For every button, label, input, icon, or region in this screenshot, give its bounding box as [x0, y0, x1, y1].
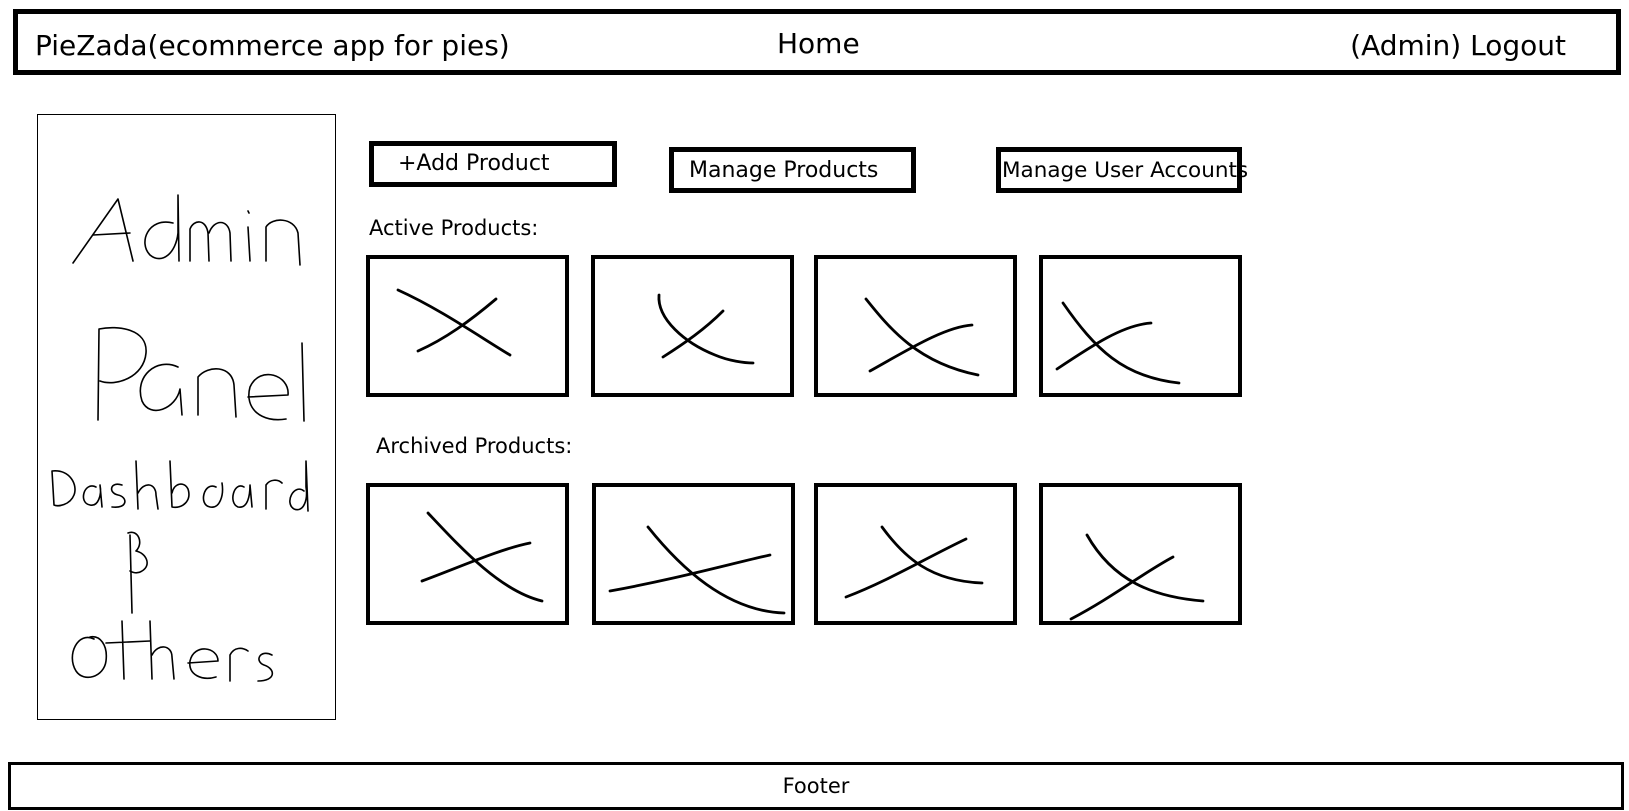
add-product-button[interactable]: +Add Product: [369, 141, 617, 187]
archived-product-card[interactable]: [1039, 483, 1242, 625]
handwritten-admin: [72, 194, 301, 266]
manage-products-button[interactable]: Manage Products: [669, 147, 916, 193]
archived-product-card[interactable]: [366, 483, 569, 625]
image-placeholder-icon: [1069, 533, 1205, 621]
image-placeholder-icon: [420, 511, 544, 603]
archived-products-label: Archived Products:: [376, 434, 573, 458]
handwritten-ampersand: [127, 531, 148, 614]
footer: Footer: [8, 762, 1624, 810]
archived-product-card[interactable]: [592, 483, 795, 625]
image-placeholder-icon: [1055, 301, 1181, 385]
app-brand[interactable]: PieZada(ecommerce app for pies): [35, 29, 510, 62]
home-link[interactable]: Home: [777, 27, 860, 60]
active-product-card[interactable]: [1039, 255, 1242, 397]
image-placeholder-icon: [844, 525, 984, 599]
handwritten-others: [71, 620, 274, 682]
manage-user-accounts-button[interactable]: Manage User Accounts: [996, 147, 1248, 193]
handwritten-panel: [97, 326, 305, 422]
logout-link[interactable]: (Admin) Logout: [1350, 29, 1566, 62]
sidebar-handwriting: [51, 194, 309, 682]
active-products-label: Active Products:: [369, 216, 539, 240]
top-navbar: PieZada(ecommerce app for pies) Home (Ad…: [13, 9, 1621, 75]
admin-sidebar: [37, 114, 336, 720]
image-placeholder-icon: [396, 288, 512, 357]
image-placeholder-icon: [864, 297, 980, 377]
handwritten-dashboard: [51, 460, 309, 512]
image-placeholder-icon: [608, 525, 786, 615]
image-placeholder-icon: [657, 293, 755, 365]
footer-label: Footer: [782, 774, 850, 798]
active-product-card[interactable]: [814, 255, 1017, 397]
archived-product-card[interactable]: [814, 483, 1017, 625]
active-product-card[interactable]: [591, 255, 794, 397]
active-product-card[interactable]: [366, 255, 569, 397]
